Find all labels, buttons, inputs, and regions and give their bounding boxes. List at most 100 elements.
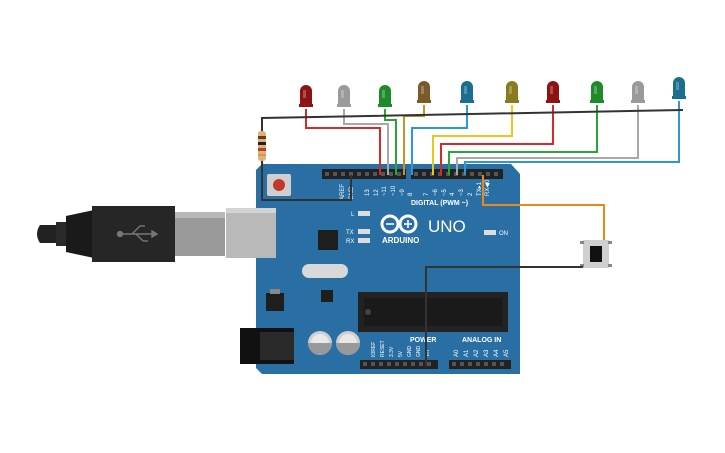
header-pin[interactable]	[468, 362, 472, 366]
tx-led-label: TX	[346, 230, 354, 236]
rx-led	[358, 238, 370, 243]
header-pin[interactable]	[365, 172, 369, 176]
push-button[interactable]	[580, 240, 612, 268]
pin-label: ~10	[391, 185, 397, 196]
led[interactable]	[417, 81, 431, 103]
led[interactable]	[631, 81, 645, 103]
led[interactable]	[672, 77, 686, 99]
pin-label: RX◀0	[485, 179, 491, 196]
led-wire[interactable]	[448, 105, 598, 175]
pin-label: 8	[408, 192, 414, 196]
digital-label: DIGITAL (PWM ~)	[411, 200, 468, 207]
pin-label: ~6	[433, 188, 439, 196]
header-pin[interactable]	[371, 362, 375, 366]
l-led	[358, 211, 370, 216]
led[interactable]	[505, 81, 519, 103]
analog-pin-label: A0	[454, 349, 460, 357]
header-pin[interactable]	[341, 172, 345, 176]
header-pin[interactable]	[427, 362, 431, 366]
header-pin[interactable]	[452, 362, 456, 366]
led-wire[interactable]	[440, 105, 554, 175]
button-signal-wire[interactable]	[482, 175, 605, 240]
led[interactable]	[378, 85, 392, 107]
led-wire[interactable]	[411, 105, 468, 175]
voltage-regulator	[266, 289, 284, 311]
power-pin-label: IOREF	[371, 342, 377, 357]
header-pin[interactable]	[395, 362, 399, 366]
header-pin[interactable]	[484, 362, 488, 366]
power-pin-label: Vin	[425, 350, 431, 357]
ground-wire[interactable]	[261, 109, 684, 201]
led-wire[interactable]	[305, 109, 381, 175]
header-pin[interactable]	[492, 362, 496, 366]
header-pin[interactable]	[349, 172, 353, 176]
header-pin[interactable]	[381, 172, 385, 176]
pin-label: 13	[365, 189, 371, 196]
header-pin[interactable]	[379, 362, 383, 366]
header-pin[interactable]	[397, 172, 401, 176]
button-ground-wire[interactable]	[425, 266, 583, 366]
power-pin-label: GND	[416, 346, 422, 358]
tx-led	[358, 229, 370, 234]
header-pin[interactable]	[357, 172, 361, 176]
pin-label: TX▸1	[477, 181, 483, 196]
header-pin[interactable]	[422, 172, 426, 176]
arduino-logo	[380, 214, 418, 234]
header-pin[interactable]	[419, 362, 423, 366]
analog-pin-label: A5	[504, 349, 510, 357]
on-led-label: ON	[499, 231, 508, 237]
resistor[interactable]	[258, 131, 266, 161]
header-pin[interactable]	[387, 362, 391, 366]
header-pin[interactable]	[494, 172, 498, 176]
led[interactable]	[590, 81, 604, 103]
header-pin[interactable]	[363, 362, 367, 366]
pin-label: ~9	[400, 188, 406, 196]
on-led	[484, 230, 496, 235]
header-pin[interactable]	[333, 172, 337, 176]
led-wire[interactable]	[456, 105, 639, 175]
usb-cable[interactable]	[37, 206, 225, 262]
led-wire[interactable]	[384, 109, 397, 175]
led-wire[interactable]	[432, 105, 513, 175]
header-pin[interactable]	[470, 172, 474, 176]
capacitor	[308, 331, 332, 355]
led[interactable]	[299, 85, 313, 107]
pin-label: ~3	[459, 188, 465, 196]
header-pin[interactable]	[403, 362, 407, 366]
reset-button[interactable]	[267, 174, 291, 196]
usb-port	[226, 208, 276, 258]
l-led-label: L	[351, 212, 355, 218]
led[interactable]	[546, 81, 560, 103]
analog-pin-label: A3	[484, 349, 490, 357]
brand-label: ARDUINO	[382, 236, 419, 245]
atmega-chip	[358, 292, 508, 332]
header-pin[interactable]	[478, 172, 482, 176]
header-pin[interactable]	[325, 172, 329, 176]
header-pin[interactable]	[486, 172, 490, 176]
analog-pin-label: A4	[494, 349, 500, 357]
small-chip	[321, 290, 333, 302]
led[interactable]	[337, 85, 351, 107]
aref-label: AREF	[340, 184, 346, 200]
power-pin-label: 5V	[398, 350, 404, 357]
header-pin[interactable]	[476, 362, 480, 366]
header-pin[interactable]	[411, 362, 415, 366]
header-pin[interactable]	[373, 172, 377, 176]
led[interactable]	[460, 81, 474, 103]
crystal-oscillator	[302, 264, 348, 278]
power-jack	[240, 328, 294, 364]
header-pin[interactable]	[460, 362, 464, 366]
capacitor	[336, 331, 360, 355]
analog-label: ANALOG IN	[462, 337, 501, 344]
pin-label: 4	[450, 192, 456, 196]
pin-label: 12	[374, 189, 380, 196]
led-wire[interactable]	[464, 101, 680, 175]
rx-led-label: RX	[346, 239, 354, 245]
header-pin[interactable]	[500, 362, 504, 366]
header-pin[interactable]	[389, 172, 393, 176]
usb-chip	[318, 230, 338, 250]
usb-icon	[116, 225, 159, 242]
header-pin[interactable]	[414, 172, 418, 176]
